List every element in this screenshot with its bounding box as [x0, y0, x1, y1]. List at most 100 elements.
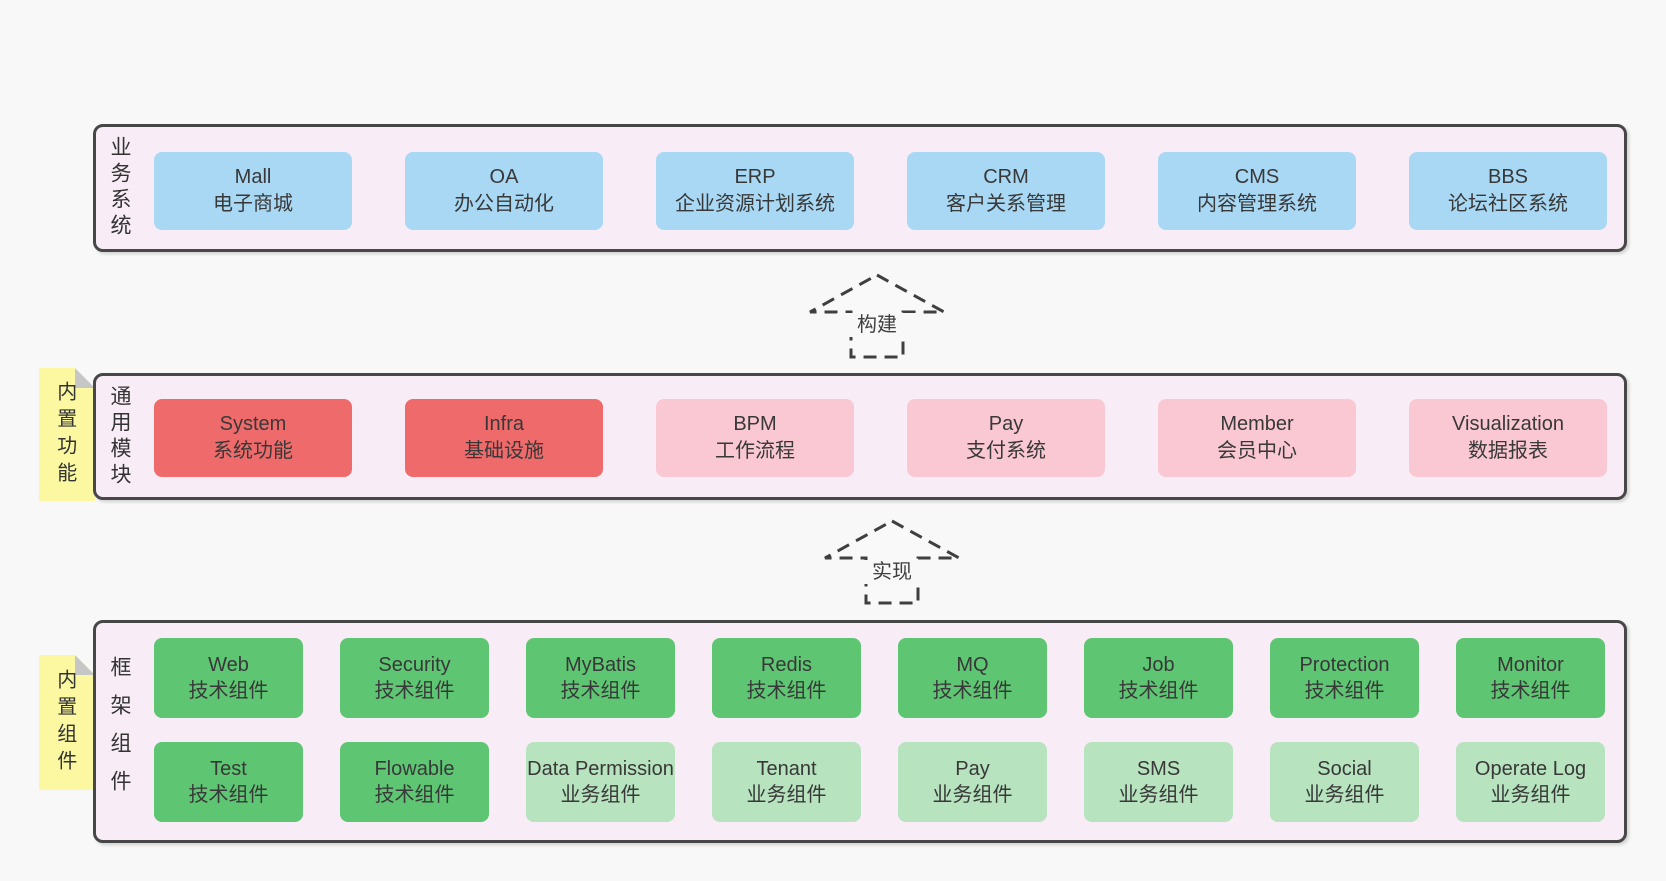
box-subtitle: 业务组件	[1304, 784, 1385, 806]
box-bbs: BBS 论坛社区系统	[1409, 152, 1607, 230]
box-subtitle: 业务组件	[560, 784, 641, 806]
box-subtitle: 技术组件	[746, 680, 827, 702]
box-subtitle: 技术组件	[188, 784, 269, 806]
box-subtitle: 技术组件	[374, 784, 455, 806]
box-subtitle: 企业资源计划系统	[675, 193, 835, 215]
box-title: Monitor	[1497, 654, 1564, 676]
box-system: System 系统功能	[154, 399, 352, 477]
box-social: Social 业务组件	[1270, 742, 1419, 822]
box-flowable: Flowable 技术组件	[340, 742, 489, 822]
box-tenant: Tenant 业务组件	[712, 742, 861, 822]
box-sms: SMS 业务组件	[1084, 742, 1233, 822]
box-title: BBS	[1487, 166, 1529, 188]
box-subtitle: 内容管理系统	[1197, 193, 1317, 215]
box-title: Protection	[1299, 654, 1390, 676]
box-job: Job 技术组件	[1084, 638, 1233, 718]
box-subtitle: 基础设施	[464, 440, 544, 462]
arrow-implement-label: 实现	[852, 560, 932, 584]
box-subtitle: 技术组件	[932, 680, 1013, 702]
box-title: Security	[378, 654, 451, 676]
box-title: Flowable	[374, 758, 455, 780]
box-title: Infra	[483, 413, 525, 435]
box-title: Test	[210, 758, 247, 780]
sticky-note-builtin-features: 内置功能	[39, 368, 95, 501]
box-title: Pay	[988, 413, 1024, 435]
box-subtitle: 工作流程	[715, 440, 795, 462]
box-title: Mall	[234, 166, 272, 188]
box-title: Social	[1317, 758, 1372, 780]
box-title: Member	[1220, 413, 1294, 435]
box-web: Web 技术组件	[154, 638, 303, 718]
panel-label-business-systems: 业务系统	[108, 136, 131, 240]
box-subtitle: 客户关系管理	[946, 193, 1066, 215]
box-subtitle: 办公自动化	[454, 193, 554, 215]
panel-label-common-modules: 通用模块	[108, 384, 131, 489]
panel-common-modules: 通用模块 System 系统功能 Infra 基础设施 BPM 工作流程 Pay…	[93, 373, 1627, 500]
panel-business-systems: 业务系统 Mall 电子商城 OA 办公自动化 ERP 企业资源计划系统 CRM…	[93, 124, 1627, 252]
box-title: CMS	[1234, 166, 1280, 188]
sticky-note-builtin-components: 内置组件	[39, 655, 95, 790]
box-member: Member 会员中心	[1158, 399, 1356, 477]
box-test: Test 技术组件	[154, 742, 303, 822]
panel-framework-components: 框架组件 Web 技术组件 Security 技术组件 MyBatis 技术组件…	[93, 620, 1627, 843]
box-operate-log: Operate Log 业务组件	[1456, 742, 1605, 822]
box-title: Web	[208, 654, 249, 676]
box-redis: Redis 技术组件	[712, 638, 861, 718]
box-mybatis: MyBatis 技术组件	[526, 638, 675, 718]
box-subtitle: 业务组件	[1490, 784, 1571, 806]
box-title: SMS	[1136, 758, 1181, 780]
box-title: Visualization	[1452, 413, 1564, 435]
box-security: Security 技术组件	[340, 638, 489, 718]
box-monitor: Monitor 技术组件	[1456, 638, 1605, 718]
box-data-permission: Data Permission 业务组件	[526, 742, 675, 822]
box-subtitle: 数据报表	[1468, 440, 1548, 462]
box-subtitle: 技术组件	[1304, 680, 1385, 702]
box-subtitle: 支付系统	[966, 440, 1046, 462]
box-subtitle: 技术组件	[1118, 680, 1199, 702]
arrow-build-label: 构建	[837, 313, 917, 337]
box-subtitle: 业务组件	[932, 784, 1013, 806]
box-title: ERP	[734, 166, 776, 188]
box-infra: Infra 基础设施	[405, 399, 603, 477]
box-pay-component: Pay 业务组件	[898, 742, 1047, 822]
box-mall: Mall 电子商城	[154, 152, 352, 230]
box-bpm: BPM 工作流程	[656, 399, 854, 477]
box-title: MyBatis	[564, 654, 637, 676]
box-title: Operate Log	[1474, 758, 1587, 780]
box-subtitle: 技术组件	[560, 680, 641, 702]
box-oa: OA 办公自动化	[405, 152, 603, 230]
modules-box-row: System 系统功能 Infra 基础设施 BPM 工作流程 Pay 支付系统…	[96, 399, 1607, 477]
panel-label-framework-components: 框架组件	[108, 655, 131, 808]
box-subtitle: 论坛社区系统	[1448, 193, 1568, 215]
box-title: Job	[1142, 654, 1175, 676]
folded-corner-icon	[75, 368, 95, 388]
box-title: System	[219, 413, 287, 435]
components-box-row-1: Web 技术组件 Security 技术组件 MyBatis 技术组件 Redi…	[96, 638, 1605, 718]
box-subtitle: 会员中心	[1217, 440, 1297, 462]
box-subtitle: 业务组件	[746, 784, 827, 806]
box-title: Pay	[955, 758, 990, 780]
box-erp: ERP 企业资源计划系统	[656, 152, 854, 230]
box-title: CRM	[983, 166, 1029, 188]
box-subtitle: 技术组件	[188, 680, 269, 702]
box-subtitle: 系统功能	[213, 440, 293, 462]
box-crm: CRM 客户关系管理	[907, 152, 1105, 230]
box-title: Data Permission	[527, 758, 674, 780]
folded-corner-icon	[75, 655, 95, 675]
box-visualization: Visualization 数据报表	[1409, 399, 1607, 477]
box-subtitle: 电子商城	[213, 193, 293, 215]
box-title: BPM	[733, 413, 777, 435]
box-title: OA	[489, 166, 519, 188]
box-title: MQ	[956, 654, 989, 676]
sticky-note-text: 内置组件	[53, 668, 76, 777]
business-box-row: Mall 电子商城 OA 办公自动化 ERP 企业资源计划系统 CRM 客户关系…	[96, 152, 1607, 230]
box-pay-module: Pay 支付系统	[907, 399, 1105, 477]
box-title: Tenant	[756, 758, 817, 780]
box-cms: CMS 内容管理系统	[1158, 152, 1356, 230]
box-title: Redis	[760, 654, 813, 676]
box-subtitle: 技术组件	[1490, 680, 1571, 702]
components-box-row-2: Test 技术组件 Flowable 技术组件 Data Permission …	[96, 742, 1605, 822]
box-subtitle: 业务组件	[1118, 784, 1199, 806]
box-subtitle: 技术组件	[374, 680, 455, 702]
